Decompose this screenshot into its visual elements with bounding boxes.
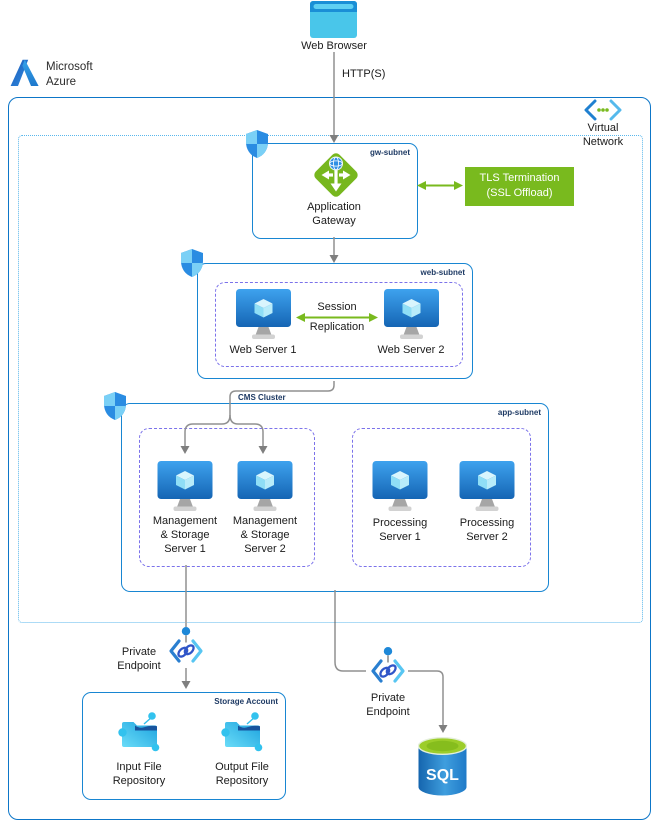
tls-termination-callout: TLS Termination (SSL Offload) (465, 167, 574, 206)
private-endpoint-2-icon (368, 647, 408, 691)
azure-logo-icon (10, 59, 39, 87)
application-gateway-label: Application Gateway (307, 201, 361, 227)
storage-account-label: Storage Account (214, 697, 278, 706)
gw-subnet-box: gw-subnet (252, 143, 418, 239)
web-server-2-icon (383, 289, 440, 340)
processing-server-2-label: Processing Server 2 (459, 517, 515, 543)
https-label: HTTP(S) (342, 68, 386, 80)
private-endpoint-2-label: Private Endpoint (366, 692, 410, 718)
web-server-2-label: Web Server 2 (377, 344, 445, 356)
web-subnet-label: web-subnet (420, 268, 465, 277)
nsg-shield-app-icon (104, 392, 126, 420)
sql-database-icon (418, 737, 467, 796)
cms-cluster-label: CMS Cluster (238, 393, 286, 402)
storage-account-box: Storage Account (82, 692, 286, 800)
processing-server-1-icon (372, 461, 428, 512)
gw-subnet-label: gw-subnet (370, 148, 410, 157)
processing-server-1-label: Processing Server 1 (372, 517, 428, 543)
processing-server-group-box (352, 428, 531, 567)
input-file-repository-label: Input File Repository (112, 761, 166, 787)
tls-line1: TLS Termination (479, 172, 560, 184)
web-subnet-box: web-subnet (197, 263, 473, 379)
virtual-network-label: Virtual Network (582, 122, 624, 148)
processing-server-2-icon (459, 461, 515, 512)
session-replication-label-line2: Replication (309, 321, 365, 333)
session-replication-label-line1: Session (317, 301, 357, 313)
wordmark-azure: Azure (46, 76, 77, 88)
wordmark-microsoft: Microsoft (46, 61, 93, 73)
nsg-shield-gw-icon (246, 130, 268, 158)
web-browser-label: Web Browser (301, 40, 367, 52)
input-file-repository-icon (115, 709, 163, 754)
output-file-repository-label: Output File Repository (215, 761, 269, 787)
virtual-network-icon (584, 99, 622, 121)
mgmt-server-1-icon (157, 461, 213, 512)
mgmt-server-1-label: Management & Storage Server 1 (152, 515, 218, 555)
output-file-repository-icon (218, 709, 266, 754)
microsoft-azure-wordmark: Microsoft Azure (46, 60, 126, 90)
web-server-1-icon (235, 289, 292, 340)
application-gateway-icon (312, 151, 360, 199)
private-endpoint-1-label: Private Endpoint (117, 646, 161, 672)
web-browser-icon (310, 1, 357, 38)
web-server-group-box (215, 282, 463, 367)
mgmt-server-2-label: Management & Storage Server 2 (232, 515, 298, 555)
tls-line2: (SSL Offload) (486, 187, 553, 199)
web-server-1-label: Web Server 1 (229, 344, 297, 356)
nsg-shield-web-icon (181, 249, 203, 277)
app-subnet-label: app-subnet (497, 408, 541, 417)
virtual-network-boundary (8, 97, 651, 820)
mgmt-server-2-icon (237, 461, 293, 512)
